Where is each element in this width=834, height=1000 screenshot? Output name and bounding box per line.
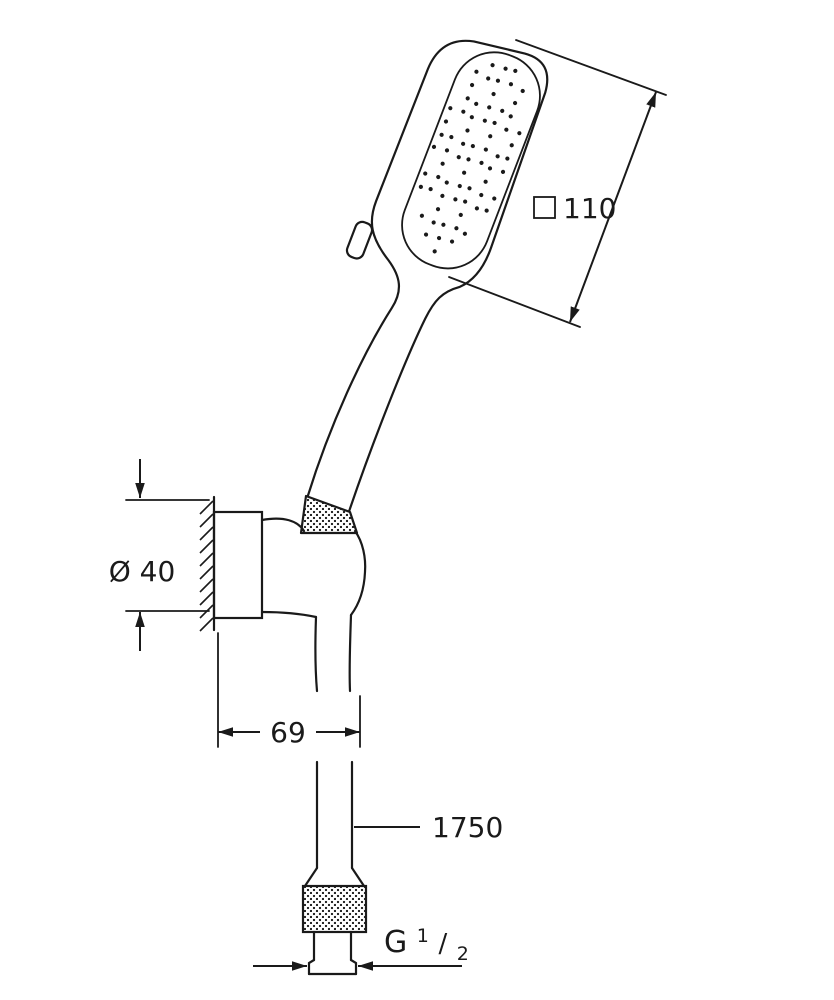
- dim-110-ext-top: [515, 39, 667, 96]
- dim-110-line: [569, 91, 657, 323]
- hose-fitting: [307, 930, 358, 976]
- thread-numerator: 1: [417, 925, 429, 947]
- knurled-nut: [301, 884, 368, 934]
- dim-holder-depth: 69: [217, 632, 361, 749]
- shower-hose-upper: [314, 613, 353, 693]
- wall-hatching: [199, 500, 214, 632]
- thread-slash: /: [438, 929, 447, 959]
- spray-face-dots: [418, 63, 525, 254]
- dim-110-square-symbol: [533, 196, 556, 219]
- dim-40-label: Ø 40: [109, 555, 176, 588]
- dim-hose-length: 1750: [354, 811, 503, 844]
- hand-shower: [306, 39, 549, 514]
- dim-head-size: 110: [448, 39, 667, 328]
- dim-escutcheon-diameter: Ø 40: [109, 459, 210, 651]
- shower-hose-lower: [315, 760, 354, 870]
- control-button: [345, 220, 374, 260]
- shower-holder: [260, 517, 367, 619]
- dim-thread: G 1 / 2: [253, 915, 469, 971]
- wall-escutcheon: [212, 510, 264, 620]
- thread-denominator: 2: [457, 943, 469, 965]
- shower-body: [306, 39, 549, 514]
- spray-face-rim: [401, 51, 541, 270]
- dim-110-ext-bottom: [448, 276, 581, 328]
- dim-1750-label: 1750: [432, 811, 503, 844]
- dim-g12-label: G 1 / 2: [384, 915, 469, 965]
- hose-taper: [303, 866, 366, 888]
- dim-69-label: 69: [270, 716, 306, 749]
- dim-110-label: 110: [563, 192, 616, 225]
- thread-letter: G: [384, 925, 407, 960]
